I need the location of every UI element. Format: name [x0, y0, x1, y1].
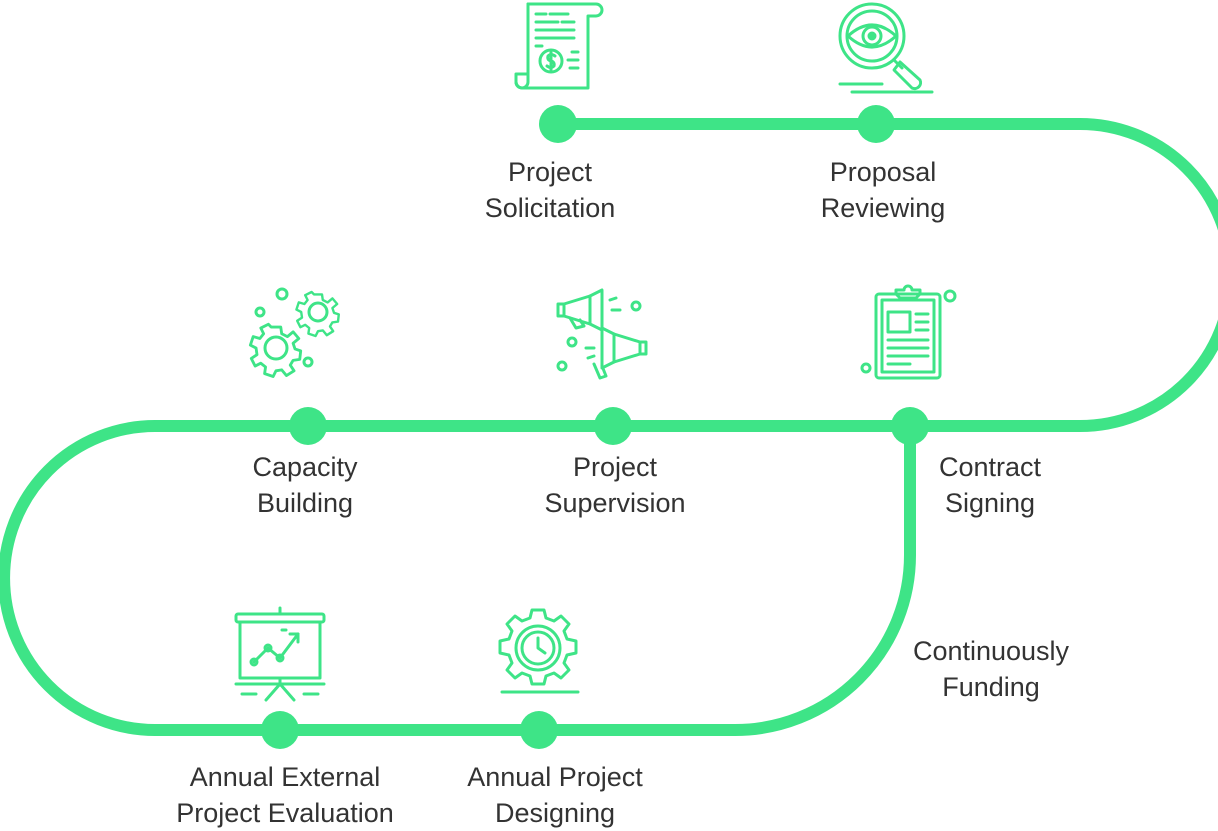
step-node-contract-signing: [891, 407, 929, 445]
step-node-project-solicitation: [539, 105, 577, 143]
branch-label-line2: Funding: [942, 672, 1040, 702]
step-label-line1: Annual Project: [467, 762, 643, 792]
step-label-proposal-reviewing: Proposal Reviewing: [783, 154, 983, 226]
step-label-capacity-building: Capacity Building: [200, 449, 410, 521]
branch-label-continuously-funding: Continuously Funding: [888, 633, 1094, 705]
step-label-line1: Capacity: [252, 452, 358, 482]
step-label-line1: Contract: [938, 452, 1042, 482]
step-label-line1: Project: [507, 157, 593, 187]
step-label-line2: Reviewing: [820, 193, 946, 223]
magnifier-eye-icon: [836, 0, 934, 101]
step-label-line1: Annual External: [189, 762, 381, 792]
megaphones-icon: [552, 284, 652, 387]
step-label-line1: Project: [572, 452, 658, 482]
step-label-line2: Project Evaluation: [176, 798, 394, 828]
presentation-chart-icon: [232, 606, 328, 707]
step-node-annual-external-evaluation: [261, 711, 299, 749]
step-label-line1: Proposal: [829, 157, 937, 187]
branch-label-line1: Continuously: [912, 636, 1070, 666]
invoice-scroll-icon: [512, 0, 607, 97]
step-node-project-supervision: [594, 407, 632, 445]
step-label-project-solicitation: Project Solicitation: [450, 154, 650, 226]
clipboard-icon: [860, 284, 960, 385]
gears-icon: [246, 284, 348, 387]
step-label-line2: Solicitation: [484, 193, 616, 223]
step-label-line2: Building: [256, 488, 354, 518]
process-path: [0, 118, 1218, 736]
step-node-capacity-building: [289, 407, 327, 445]
step-label-line2: Signing: [944, 488, 1036, 518]
step-node-proposal-reviewing: [857, 105, 895, 143]
step-label-line2: Supervision: [544, 488, 686, 518]
step-label-project-supervision: Project Supervision: [505, 449, 725, 521]
step-node-annual-project-designing: [520, 711, 558, 749]
step-label-contract-signing: Contract Signing: [902, 449, 1078, 521]
step-label-annual-project-designing: Annual Project Designing: [430, 759, 680, 831]
step-label-line2: Designing: [494, 798, 616, 828]
gear-clock-icon: [494, 606, 586, 701]
step-label-annual-external-evaluation: Annual External Project Evaluation: [150, 759, 420, 831]
